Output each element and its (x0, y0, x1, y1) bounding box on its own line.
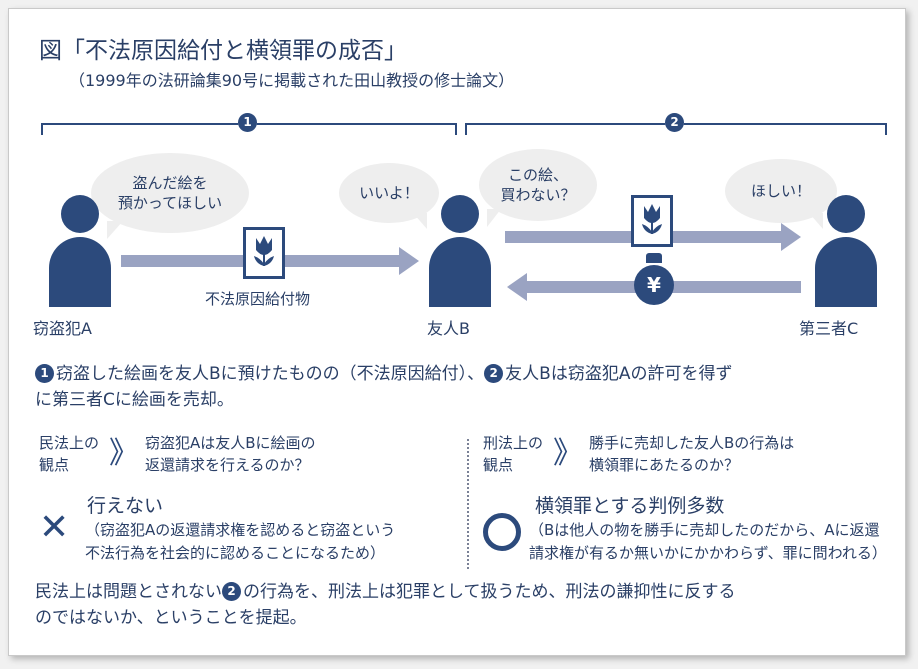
diagram-card: 図「不法原因給付と横領罪の成否」 （1999年の法研論集90号に掲載された田山教… (8, 8, 906, 656)
label-friend-b: 友人B (427, 319, 470, 338)
person-body-icon (429, 237, 491, 307)
label-illegal-benefit: 不法原因給付物 (205, 290, 311, 308)
bubble-friend-reply-tail (413, 213, 427, 229)
tulip-icon (254, 236, 274, 266)
chevron-right-icon: 》 (553, 436, 583, 471)
person-head-icon (827, 195, 865, 233)
yen-icon: ¥ (634, 265, 674, 305)
bubble-third-party: ほしい！ (725, 159, 837, 223)
section-divider (467, 439, 469, 569)
bag-neck-icon (646, 253, 662, 263)
civil-law-reason: （窃盗犯Aの返還請求権を認めると窃盗という不法行為を社会的に認めることになるため… (85, 521, 396, 562)
cross-mark-icon: ✕ (39, 507, 70, 548)
arrow-left-icon (507, 273, 527, 301)
criminal-law-label: 刑法上の観点 (483, 434, 544, 474)
tulip-painting-icon (243, 227, 285, 279)
arrow-right-icon (399, 247, 419, 275)
tulip-painting-icon (631, 195, 673, 247)
criminal-law-question: 勝手に売却した友人Bの行為は横領罪にあたるのか？ (589, 434, 795, 474)
person-head-icon (441, 195, 479, 233)
bubble-thief-tail (107, 221, 123, 239)
section-1-number: 1 (238, 113, 257, 132)
person-body-icon (815, 237, 877, 307)
criminal-law-reason: （Bは他人の物を勝手に売却したのだから、Aに返還請求権が有るか無いかにかかわらず… (529, 521, 887, 562)
conclusion-number-2: 2 (222, 582, 241, 601)
criminal-law-verdict: 横領罪とする判例多数 (535, 495, 725, 517)
chevron-right-icon: 》 (109, 436, 139, 471)
bubble-friend-offer-tail (487, 209, 501, 227)
section-2-number: 2 (665, 113, 684, 132)
civil-law-verdict: 行えない (87, 495, 164, 517)
civil-law-label: 民法上の観点 (39, 434, 100, 474)
person-head-icon (61, 195, 99, 233)
circle-mark-icon: 〇 (483, 513, 521, 551)
bubble-thief-request: 盗んだ絵を預かってほしい (91, 153, 249, 233)
summary-number-1: 1 (35, 364, 54, 383)
label-third-party-c: 第三者C (799, 319, 859, 338)
civil-law-question: 窃盗犯Aは友人Bに絵画の返還請求を行えるのか？ (145, 434, 316, 474)
yen-money-bag-icon: ¥ (633, 253, 675, 313)
diagram-subtitle: （1999年の法研論集90号に掲載された田山教授の修士論文） (69, 71, 515, 90)
person-body-icon (49, 237, 111, 307)
tulip-icon (642, 204, 662, 234)
arrow-right-icon (781, 223, 801, 251)
summary-number-2: 2 (484, 364, 504, 383)
diagram-title: 図「不法原因給付と横領罪の成否」 (39, 38, 407, 64)
label-thief-a: 窃盗犯A (33, 319, 92, 338)
bubble-third-party-tail (809, 213, 823, 229)
